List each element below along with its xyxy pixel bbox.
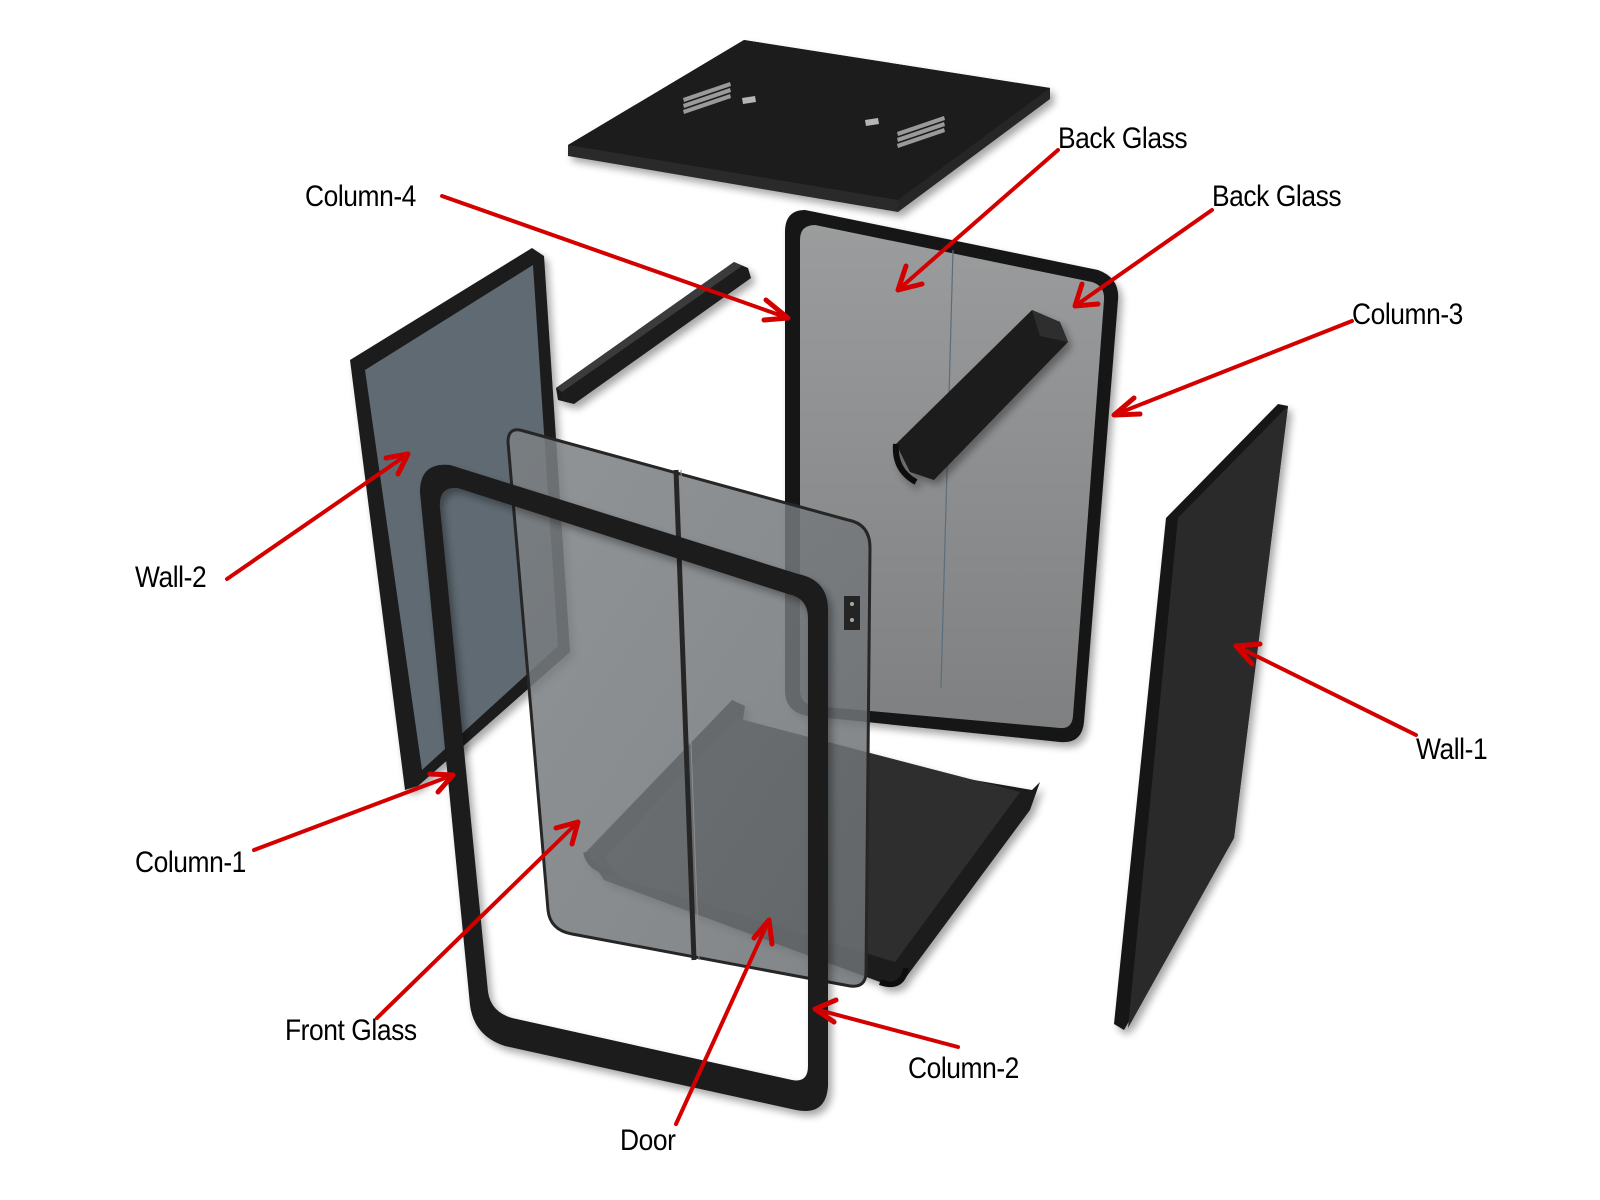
label-wall-1: Wall-1 bbox=[1416, 733, 1488, 766]
vent-grille-left bbox=[683, 82, 731, 114]
label-front-glass: Front Glass bbox=[285, 1014, 417, 1047]
arrow-wall-1 bbox=[1233, 641, 1418, 737]
vent-grille-right bbox=[897, 116, 945, 148]
wall-2-panel bbox=[350, 248, 570, 790]
label-wall-2: Wall-2 bbox=[135, 561, 207, 594]
roof-panel bbox=[568, 40, 1050, 212]
hinge-bracket bbox=[844, 596, 860, 630]
label-column-2: Column-2 bbox=[908, 1052, 1019, 1085]
label-back-glass-2: Back Glass bbox=[1212, 180, 1342, 213]
arrow-back-glass-1 bbox=[895, 148, 1060, 293]
column-3-piece bbox=[892, 310, 1068, 485]
arrow-column-2 bbox=[812, 997, 960, 1049]
label-column-3: Column-3 bbox=[1352, 298, 1463, 331]
arrow-column-1 bbox=[252, 771, 456, 852]
callout-arrows bbox=[225, 148, 1418, 1126]
label-column-4: Column-4 bbox=[305, 180, 416, 213]
arrow-column-3 bbox=[1111, 319, 1354, 418]
label-door: Door bbox=[620, 1124, 676, 1157]
wall-1-panel bbox=[1114, 404, 1288, 1030]
back-glass-seam bbox=[940, 249, 954, 689]
arrow-wall-2 bbox=[225, 451, 411, 581]
vent-small-right bbox=[865, 118, 879, 126]
label-column-1: Column-1 bbox=[135, 846, 246, 879]
label-back-glass-1: Back Glass bbox=[1058, 122, 1188, 155]
arrow-front-glass bbox=[375, 819, 581, 1020]
arrow-door bbox=[674, 917, 775, 1126]
vent-small-left bbox=[742, 96, 756, 104]
arrow-back-glass-2 bbox=[1072, 208, 1214, 309]
arrow-column-4 bbox=[440, 194, 791, 323]
column-4-piece bbox=[556, 262, 751, 404]
